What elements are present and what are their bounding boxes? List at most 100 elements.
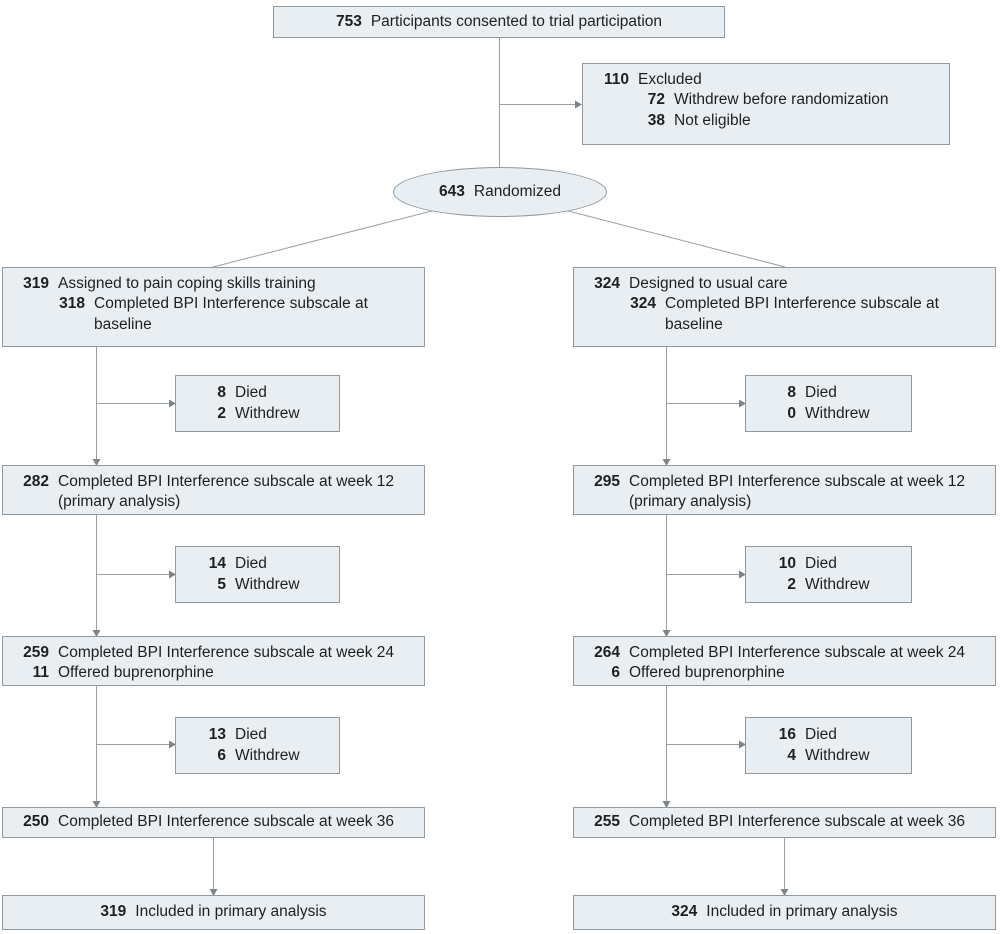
node-consented-row: 753 Participants consented to trial part…: [274, 7, 724, 37]
excluded-row: 38 Not eligible: [595, 111, 937, 131]
died-label: Died: [805, 555, 837, 573]
withdrew-row: 5 Withdrew: [176, 575, 339, 595]
uc-week24-label: Completed BPI Interference subscale at w…: [629, 644, 966, 661]
died-row: 16 Died: [746, 725, 911, 745]
died-count: 16: [778, 726, 796, 744]
pcst-baseline-label: Completed BPI Interference subscale at b…: [94, 295, 368, 333]
died-label: Died: [805, 384, 837, 402]
not-eligible-label: Not eligible: [674, 111, 751, 129]
pcst-week12-row: 282 Completed BPI Interference subscale …: [15, 472, 412, 513]
uc-buprenorphine-row: 6 Offered buprenorphine: [586, 663, 983, 683]
node-pcst-week12: 282 Completed BPI Interference subscale …: [2, 465, 425, 515]
withdrew-count: 2: [787, 575, 796, 593]
withdrew-count: 6: [217, 746, 226, 764]
node-consented: 753 Participants consented to trial part…: [273, 6, 725, 38]
pcst-buprenorphine-row: 11 Offered buprenorphine: [15, 663, 412, 683]
pcst-assigned-row: 319 Assigned to pain coping skills train…: [15, 274, 412, 294]
uc-week12-count: 295: [594, 473, 620, 490]
node-uc-final: 324 Included in primary analysis: [573, 895, 996, 930]
died-row: 13 Died: [176, 725, 339, 745]
died-count: 14: [208, 555, 226, 573]
withdrew-count: 4: [787, 746, 796, 764]
node-randomized: 643 Randomized: [393, 167, 607, 217]
uc-week12-label: Completed BPI Interference subscale at w…: [629, 473, 966, 511]
died-row: 14 Died: [176, 554, 339, 574]
died-label: Died: [805, 726, 837, 744]
pcst-buprenorphine-count: 11: [32, 664, 49, 682]
uc-week12-row: 295 Completed BPI Interference subscale …: [586, 472, 983, 513]
pcst-week24-row: 259 Completed BPI Interference subscale …: [15, 643, 412, 663]
died-count: 8: [787, 384, 796, 402]
withdrew-label: Withdrew: [235, 746, 300, 764]
excluded-label: Excluded: [638, 71, 702, 88]
node-uc-week24: 264 Completed BPI Interference subscale …: [573, 636, 996, 686]
uc-week36-label: Completed BPI Interference subscale at w…: [629, 813, 966, 831]
withdrew-count: 72: [647, 91, 665, 109]
uc-week24-count: 264: [594, 644, 620, 661]
node-pcst-week24: 259 Completed BPI Interference subscale …: [2, 636, 425, 686]
consented-label: Participants consented to trial particip…: [370, 12, 663, 30]
uc-final-label: Included in primary analysis: [706, 903, 898, 921]
withdrew-row: 2 Withdrew: [746, 575, 911, 595]
withdrew-count: 5: [217, 575, 226, 593]
died-count: 8: [217, 384, 226, 402]
withdrew-row: 6 Withdrew: [176, 746, 339, 766]
died-label: Died: [235, 384, 267, 402]
node-uc-attrition-3: 16 Died 4 Withdrew: [745, 717, 912, 774]
died-row: 8 Died: [176, 383, 339, 403]
pcst-final-count: 319: [100, 903, 127, 921]
pcst-buprenorphine-label: Offered buprenorphine: [58, 664, 214, 682]
withdrew-label: Withdrew: [235, 404, 300, 422]
uc-buprenorphine-count: 6: [611, 664, 620, 682]
node-pcst-attrition-1: 8 Died 2 Withdrew: [175, 375, 340, 432]
pcst-assigned-label: Assigned to pain coping skills training: [58, 275, 316, 292]
withdrew-label: Withdrew: [805, 575, 870, 593]
node-excluded: 110 Excluded 72 Withdrew before randomiz…: [582, 63, 950, 145]
withdrew-label: Withdrew before randomization: [674, 91, 889, 109]
consented-count: 753: [335, 12, 362, 30]
died-row: 8 Died: [746, 383, 911, 403]
pcst-week12-count: 282: [23, 473, 49, 490]
uc-assigned-label: Designed to usual care: [629, 275, 788, 292]
excluded-row: 72 Withdrew before randomization: [595, 90, 937, 110]
died-count: 10: [778, 555, 796, 573]
node-uc-week36: 255 Completed BPI Interference subscale …: [573, 807, 996, 838]
withdrew-label: Withdrew: [235, 575, 300, 593]
uc-baseline-label: Completed BPI Interference subscale at b…: [665, 295, 939, 333]
withdrew-row: 0 Withdrew: [746, 404, 911, 424]
randomized-label: Randomized: [473, 183, 561, 200]
uc-week24-row: 264 Completed BPI Interference subscale …: [586, 643, 983, 663]
pcst-week24-label: Completed BPI Interference subscale at w…: [58, 644, 395, 661]
withdrew-label: Withdrew: [805, 746, 870, 764]
node-pcst-attrition-3: 13 Died 6 Withdrew: [175, 717, 340, 774]
node-pcst-assigned: 319 Assigned to pain coping skills train…: [2, 267, 425, 347]
uc-week36-count: 255: [594, 813, 620, 831]
pcst-assigned-count: 319: [23, 275, 49, 292]
node-uc-attrition-1: 8 Died 0 Withdrew: [745, 375, 912, 432]
uc-baseline-row: 324 Completed BPI Interference subscale …: [586, 294, 983, 335]
withdrew-row: 2 Withdrew: [176, 404, 339, 424]
uc-week36-row: 255 Completed BPI Interference subscale …: [586, 812, 983, 832]
node-uc-assigned: 324 Designed to usual care 324 Completed…: [573, 267, 996, 347]
pcst-baseline-row: 318 Completed BPI Interference subscale …: [15, 294, 412, 335]
uc-assigned-row: 324 Designed to usual care: [586, 274, 983, 294]
node-pcst-attrition-2: 14 Died 5 Withdrew: [175, 546, 340, 603]
withdrew-count: 2: [217, 404, 226, 422]
pcst-week36-label: Completed BPI Interference subscale at w…: [58, 813, 395, 831]
died-label: Died: [235, 726, 267, 744]
pcst-week36-count: 250: [23, 813, 49, 831]
pcst-week36-row: 250 Completed BPI Interference subscale …: [15, 812, 412, 832]
pcst-week24-count: 259: [23, 644, 49, 661]
withdrew-count: 0: [787, 404, 796, 422]
node-uc-attrition-2: 10 Died 2 Withdrew: [745, 546, 912, 603]
withdrew-row: 4 Withdrew: [746, 746, 911, 766]
uc-assigned-count: 324: [594, 275, 620, 292]
pcst-week12-label: Completed BPI Interference subscale at w…: [58, 473, 395, 511]
not-eligible-count: 38: [647, 111, 665, 129]
excluded-count: 110: [603, 71, 629, 88]
uc-baseline-count: 324: [630, 295, 656, 313]
withdrew-label: Withdrew: [805, 404, 870, 422]
died-count: 13: [208, 726, 226, 744]
